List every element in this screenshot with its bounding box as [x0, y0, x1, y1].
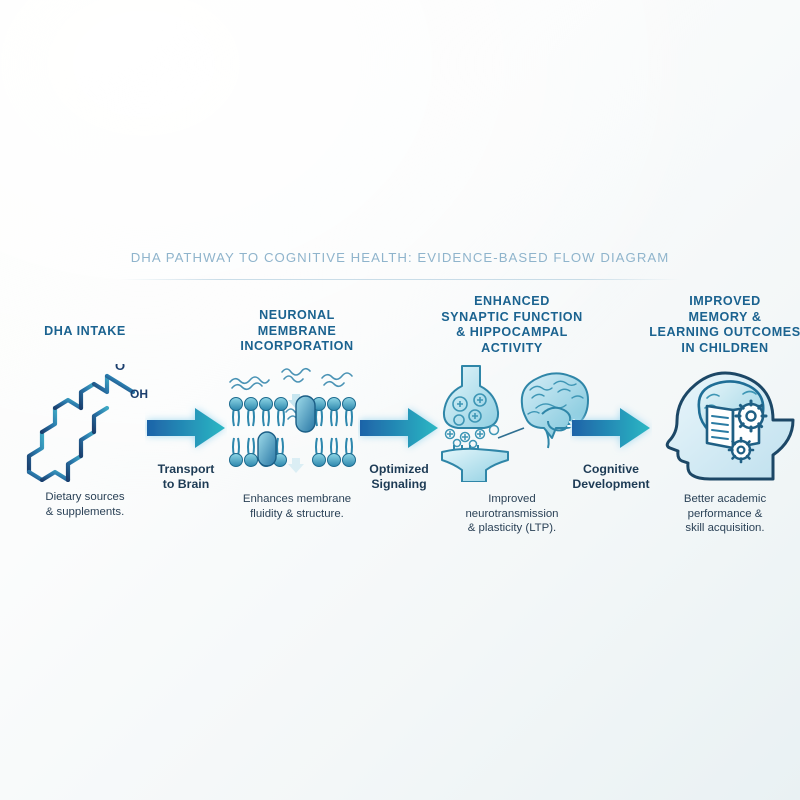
right-arrow-icon: [570, 400, 652, 456]
page-title: DHA PATHWAY TO COGNITIVE HEALTH: EVIDENC…: [130, 250, 670, 265]
svg-text:O: O: [115, 364, 125, 373]
right-arrow-icon: [358, 400, 440, 456]
diagram-title-block: DHA PATHWAY TO COGNITIVE HEALTH: EVIDENC…: [0, 250, 800, 280]
child-head-brain-book-icon: [640, 364, 800, 482]
stage-dha-intake: DHA INTAKE: [0, 292, 170, 518]
stage-heading: DHA INTAKE: [44, 324, 126, 338]
phospholipid-bilayer-icon: [212, 364, 382, 482]
title-divider: [120, 279, 680, 280]
right-arrow-icon: [145, 400, 227, 456]
dha-molecule-icon: O OH: [0, 364, 170, 482]
svg-text:OH: OH: [130, 387, 148, 401]
stage-caption: Dietary sources& supplements.: [45, 491, 125, 518]
